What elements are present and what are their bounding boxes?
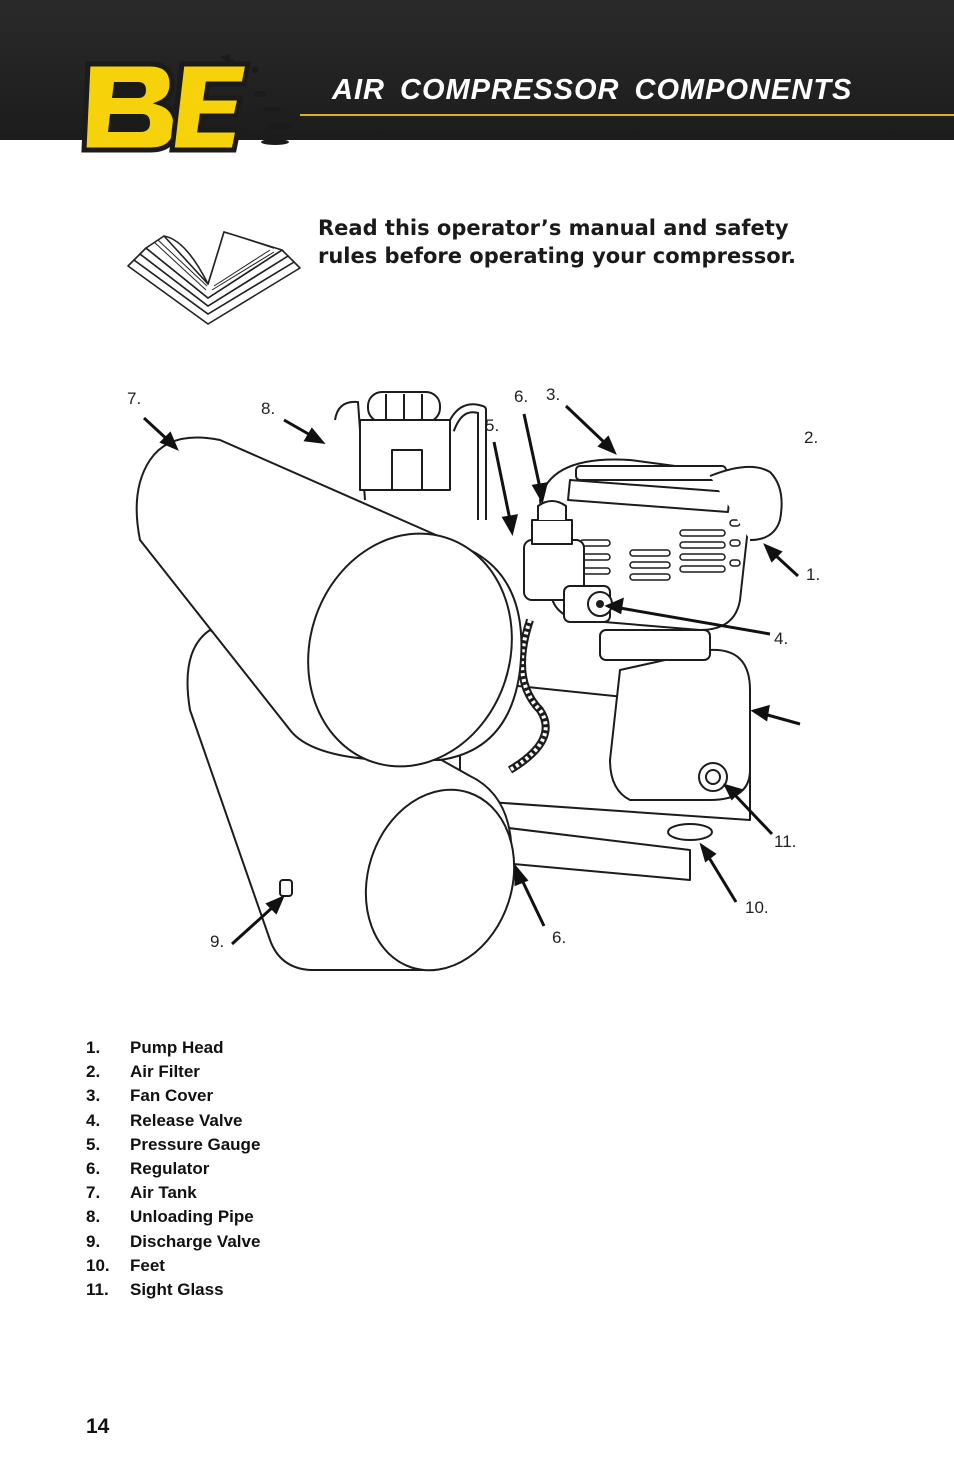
part-number: 4. — [86, 1110, 101, 1130]
callout-8: 8. — [261, 399, 276, 418]
callout-1: 1. — [806, 565, 821, 584]
part-name: Feet — [130, 1255, 165, 1275]
list-item: 6. Regulator — [86, 1159, 260, 1183]
part-number: 11. — [86, 1279, 109, 1299]
part-name: Release Valve — [130, 1110, 243, 1130]
list-item: 11. Sight Glass — [86, 1280, 260, 1304]
part-name: Pump Head — [130, 1038, 224, 1057]
part-number: 6. — [86, 1158, 101, 1178]
part-number: 8. — [86, 1207, 101, 1227]
list-item: 7. Air Tank — [86, 1183, 260, 1207]
list-item: 4. Release Valve — [86, 1111, 260, 1135]
part-name: Air Tank — [130, 1183, 197, 1203]
part-number: 7. — [86, 1183, 101, 1203]
callout-7: 7. — [127, 389, 142, 408]
part-name: Air Filter — [130, 1062, 200, 1082]
list-item: 8. Unloading Pipe — [86, 1207, 260, 1231]
parts-list: 1. Pump Head 2. Air Filter 3. Fan Cover 4. R… — [86, 1038, 260, 1304]
callout-4: 4. — [774, 629, 789, 648]
list-item: 3. Fan Cover — [86, 1086, 260, 1110]
callout-9: 9. — [210, 932, 225, 951]
part-number: 5. — [86, 1134, 101, 1154]
callout-10: 10. — [745, 898, 769, 917]
part-number: 3. — [86, 1086, 101, 1106]
callout-2: 2. — [804, 428, 819, 447]
callout-3: 3. — [546, 385, 561, 404]
part-name: Regulator — [130, 1158, 210, 1178]
page-title: AIR COMPRESSOR COMPONENTS — [332, 74, 853, 106]
list-item: 5. Pressure Gauge — [86, 1135, 260, 1159]
part-number: 2. — [86, 1062, 101, 1082]
safety-notice: Read this operator’s manual and safety r… — [318, 216, 796, 268]
compressor-diagram — [135, 391, 801, 972]
part-number: 10. — [86, 1255, 110, 1275]
part-name: Unloading Pipe — [130, 1207, 254, 1227]
book-icon — [127, 231, 301, 325]
part-number: 9. — [86, 1231, 101, 1251]
part-name: Sight Glass — [130, 1279, 224, 1299]
part-name: Pressure Gauge — [130, 1134, 261, 1154]
page-number: 14 — [86, 1415, 110, 1438]
part-number: 1. — [86, 1038, 101, 1057]
list-item: 1. Pump Head — [86, 1038, 260, 1062]
list-item: 9. Discharge Valve — [86, 1232, 260, 1256]
list-item: 10. Feet — [86, 1256, 260, 1280]
header-rule — [300, 114, 954, 116]
part-name: Fan Cover — [130, 1086, 214, 1106]
callout-5: 5. — [485, 416, 500, 435]
part-name: Discharge Valve — [130, 1231, 261, 1251]
list-item: 2. Air Filter — [86, 1062, 260, 1086]
callout-6-bottom: 6. — [552, 928, 567, 947]
callout-11: 11. — [774, 832, 797, 851]
be-logo — [81, 54, 292, 153]
callout-6-top: 6. — [514, 387, 529, 406]
